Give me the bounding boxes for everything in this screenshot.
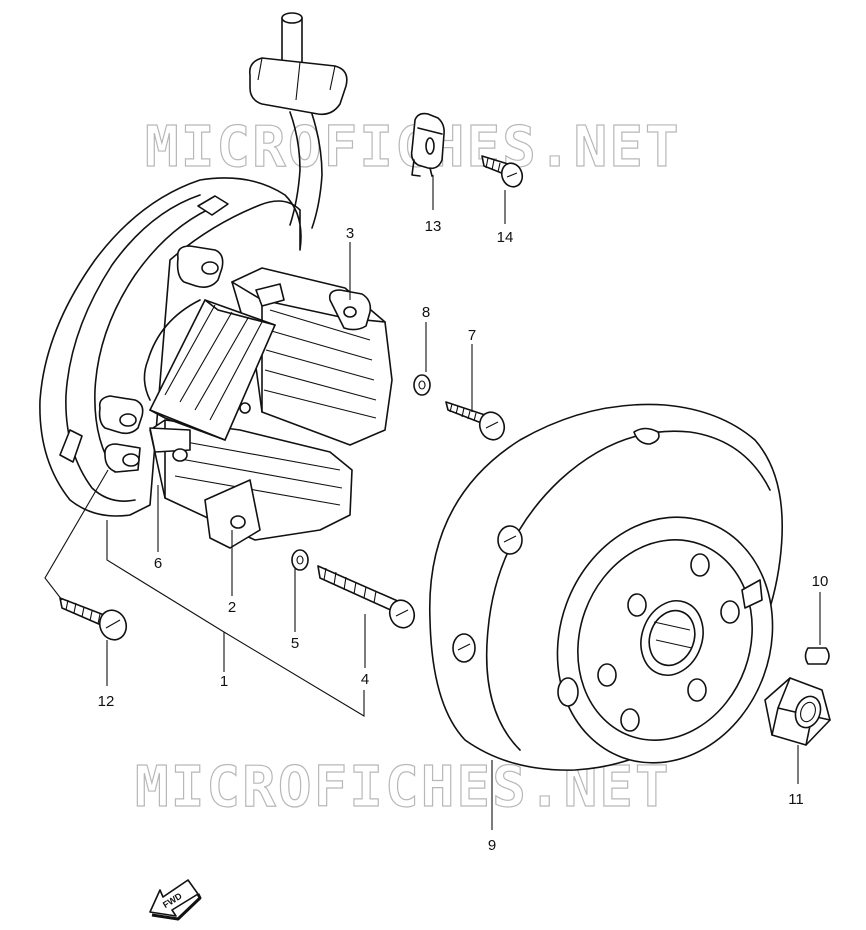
- callout-12: 12: [98, 693, 115, 710]
- lock-washer-upper: [413, 374, 431, 396]
- stator-coil-lower: [149, 419, 353, 549]
- callout-9: 9: [488, 837, 496, 854]
- callout-6: 6: [154, 555, 162, 572]
- callout-2: 2: [228, 599, 236, 616]
- callout-14: 14: [497, 229, 514, 246]
- stator-coil-middle: [149, 299, 276, 441]
- wire-clamp: [410, 112, 445, 177]
- callout-4: 4: [361, 671, 369, 688]
- fwd-arrow-icon: FWD: [149, 879, 202, 921]
- callout-3: 3: [346, 225, 354, 242]
- charging-coil: [231, 267, 393, 446]
- callout-5: 5: [291, 635, 299, 652]
- plate-screw: [59, 597, 128, 641]
- clamp-screw: [481, 155, 524, 188]
- woodruff-key: [804, 647, 830, 665]
- leader-lines: [44, 175, 821, 830]
- callout-1: 1: [220, 673, 228, 690]
- callout-7: 7: [468, 327, 476, 344]
- callout-8: 8: [422, 304, 430, 321]
- lock-washer-lower: [291, 549, 309, 571]
- callout-13: 13: [425, 218, 442, 235]
- flywheel-nut: [764, 677, 831, 746]
- callout-11: 11: [788, 791, 804, 808]
- callout-10: 10: [812, 573, 829, 590]
- coil-screw-lower: [317, 565, 416, 629]
- flywheel-rotor: [428, 403, 783, 771]
- stator-plate-assembly: [39, 12, 348, 517]
- coil-screw-upper: [445, 401, 506, 441]
